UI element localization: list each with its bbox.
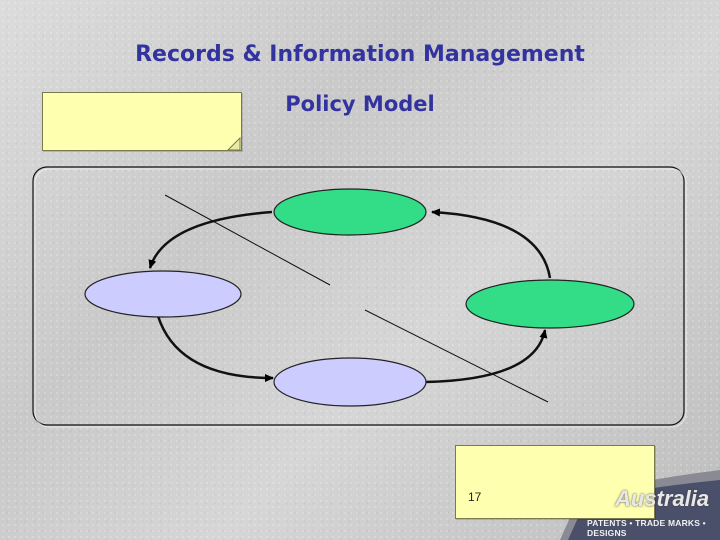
arrow-left-to-bottom <box>156 315 274 382</box>
diagram-container <box>32 166 685 426</box>
arrow-top-to-left <box>148 210 273 269</box>
right-node <box>465 279 635 329</box>
note-fold-corner <box>226 136 241 151</box>
diagonal-line-upper <box>164 194 331 286</box>
top-node <box>273 188 427 236</box>
left-node <box>84 270 242 318</box>
sticky-note-top <box>42 92 242 151</box>
sticky-note-bottom <box>455 445 655 519</box>
arrow-right-to-top <box>431 208 552 279</box>
logo-wordmark: Australia <box>615 486 710 511</box>
diagonal-line-lower <box>364 309 549 403</box>
logo-tagline: PATENTS • TRADE MARKS • DESIGNS <box>587 518 706 538</box>
bottom-node <box>273 357 427 407</box>
arrow-bottom-to-right <box>423 329 548 384</box>
page-number: 17 <box>468 490 482 504</box>
slide-subtitle: Policy Model <box>285 92 435 116</box>
slide-title: Records & Information Management <box>135 42 585 67</box>
container-highlight <box>34 168 687 428</box>
